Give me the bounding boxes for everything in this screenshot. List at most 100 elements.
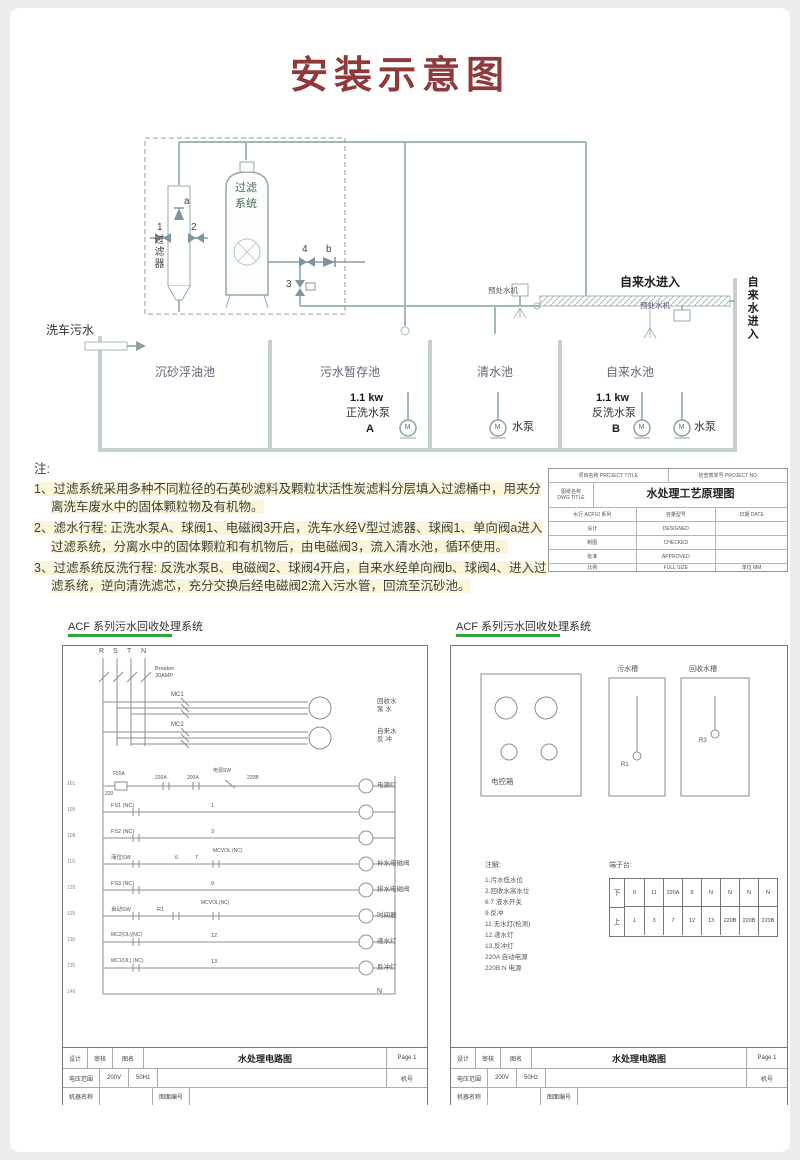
left-panel-sheet: R S T N Breaker 30AMP MC1 MC2 回收水 泵 水 自来…	[62, 645, 428, 1105]
terminal-table: 下 上 6 11 220A 9 N N N N 1 3 7 12 13	[609, 878, 778, 937]
legend-line-8: 220A 自动电源	[485, 954, 528, 961]
sheet: 安装示意图	[10, 8, 790, 1152]
legend-line-5: 11.无水灯(检测)	[485, 921, 531, 928]
pump-1-label: 水泵	[512, 421, 534, 433]
dwg-title-label-en: DWG TITLE	[557, 495, 585, 501]
wire-6: 6	[175, 855, 179, 861]
backwash-lamp-label: 反冲灯	[377, 964, 397, 971]
load1-label-1: 回收水	[377, 698, 397, 705]
term-b-3: 9	[682, 879, 701, 907]
valve-4-label: 4	[302, 244, 308, 255]
piping-lines	[84, 137, 737, 452]
pump-2-symbol	[673, 419, 691, 437]
ball-valve-2	[188, 233, 204, 243]
tb-drawing-name: 水处理电路图	[144, 1048, 387, 1068]
term-b-7: N	[758, 879, 777, 907]
tb-check: 审核	[88, 1048, 113, 1068]
line-no-7: 135	[67, 963, 76, 969]
drain-valve-label: 排水电磁阀	[377, 886, 410, 893]
timer-label: 时间器	[377, 912, 397, 919]
tb-row2-c2	[716, 536, 787, 549]
wire-3: 3	[211, 829, 215, 835]
contact-220: 220	[105, 791, 114, 797]
left-circuit: R S T N Breaker 30AMP MC1 MC2 回收水 泵 水 自来…	[63, 646, 427, 1047]
pretreat-unit-2	[673, 309, 691, 322]
left-panel-title-block: 设计 审核 图名 水处理电路图 Page 1 电压范围 200V 50Hz 机号…	[63, 1047, 427, 1105]
note-item-1: 1、过滤系统采用多种不同粒径的石英砂滤料及颗粒状活性炭滤料分层填入过滤桶中，用夹…	[34, 482, 541, 515]
tb-blank-3	[578, 1088, 787, 1105]
tb-machine-name: 机器名称	[451, 1088, 488, 1105]
phase-n: N	[141, 648, 147, 655]
tb-volt: 200V	[488, 1069, 517, 1087]
breaker-label-2: 30AMP	[155, 673, 174, 679]
tb-design: 设计	[451, 1048, 476, 1068]
line-no-4: 120	[67, 885, 76, 891]
legend-line-9: 220B N 电源	[485, 965, 522, 972]
load2-label-2: 反 冲	[377, 736, 392, 743]
line-no-3: 115	[67, 859, 75, 865]
valve-b-label: b	[326, 244, 332, 255]
power-lamp-label: 电源灯	[377, 782, 397, 789]
term-b-2: 220A	[663, 879, 682, 907]
pump-1-symbol	[489, 419, 507, 437]
pump-1-m: M	[494, 424, 501, 431]
note-item-3: 3、过滤系统反洗行程: 反洗水泵B、电磁阀2、球阀4开启，自来水经单向阀b、球阀…	[34, 560, 547, 593]
tb-page: Page 1	[757, 1055, 777, 1061]
tb-row1-c2	[716, 522, 787, 535]
line-no-5: 125	[67, 911, 76, 917]
tb-freq: 50Hz	[129, 1069, 158, 1087]
tb-machine-no: 机号	[400, 1076, 413, 1083]
valve-1-label: 1	[157, 222, 163, 233]
fs1-label: FS1 (NC)	[111, 803, 135, 809]
tb-row3-c1: APPROVED	[637, 550, 717, 563]
tb-row3-c2	[716, 550, 787, 563]
tb-row4-c2: 单位 MM	[741, 564, 762, 571]
fs3-label: FS3 (NC)	[111, 881, 135, 887]
level-switch-label: 液位SW	[111, 855, 131, 861]
tank-1-label: 沉砂浮油池	[154, 365, 216, 379]
right-circuit-lines	[480, 673, 750, 797]
float-r3-label: R3	[699, 738, 707, 744]
fuse-label: F55A	[113, 771, 125, 777]
right-panel-title-block: 设计 审核 图名 水处理电路图 Page 1 电压范围 200V 50Hz 机号…	[451, 1047, 787, 1105]
terminal-label: 端子台:	[609, 862, 632, 869]
ball-valve-4	[299, 257, 315, 267]
tb-check: 审核	[476, 1048, 501, 1068]
notes-section: 注: 1、过滤系统采用多种不同粒径的石英砂滤料及颗粒状活性炭滤料分层填入过滤桶中…	[34, 460, 550, 598]
tb-volt-label: 电压范围	[63, 1069, 100, 1087]
right-circuit: 电控箱 污水槽 回收水槽 R1 R3 注解: 1.污水低水位 2.回收水高水位 …	[451, 646, 787, 1047]
right-panel-title: ACF 系列污水回收处理系统	[456, 621, 592, 633]
valve-a-label: a	[184, 196, 190, 207]
pretreat-1-label: 预处水机	[488, 286, 518, 295]
breaker-label-1: Breaker	[155, 666, 175, 672]
mc1ol-label: MC1(OL) (NC)	[111, 958, 144, 964]
vessel-label-1: 过滤	[235, 182, 257, 194]
wire-13: 13	[211, 959, 218, 965]
tb-row3-c0: 批准	[549, 550, 637, 563]
fill-valve-label: 补水电磁阀	[377, 860, 410, 867]
right-panel-underline	[456, 634, 560, 637]
check-valve-a	[174, 208, 184, 220]
mc2-label: MC2	[171, 722, 184, 728]
filter-enclosure	[144, 137, 346, 315]
recycle-tank-label: 回收水槽	[689, 666, 717, 673]
tb-row4-c0: 比例	[549, 564, 637, 571]
filter-label: 过滤器	[152, 234, 163, 270]
load2-label-1: 自来水	[377, 728, 397, 735]
term-t-3: 12	[682, 907, 701, 935]
tank-2-label: 污水暂存池	[319, 365, 381, 379]
tb-dwg-no: 图面编号	[541, 1088, 578, 1105]
tb-machine-no: 机号	[760, 1076, 773, 1083]
wire-1: 1	[211, 803, 215, 809]
project-title-label: 项目名称 PROJECT TITLE	[549, 469, 669, 482]
tb-blank-1	[546, 1069, 747, 1087]
pump-2-label: 水泵	[694, 421, 716, 433]
control-box-label: 电控箱	[491, 777, 514, 786]
left-circuit-lines	[98, 658, 396, 995]
tank-3-label: 清水池	[476, 365, 514, 379]
terminal-row-bottom: 下	[610, 879, 624, 908]
left-panel-title: ACF 系列污水回收处理系统	[68, 621, 204, 633]
tb-blank-2	[100, 1088, 153, 1105]
term-t-1: 3	[644, 907, 663, 935]
term-b-5: N	[720, 879, 739, 907]
